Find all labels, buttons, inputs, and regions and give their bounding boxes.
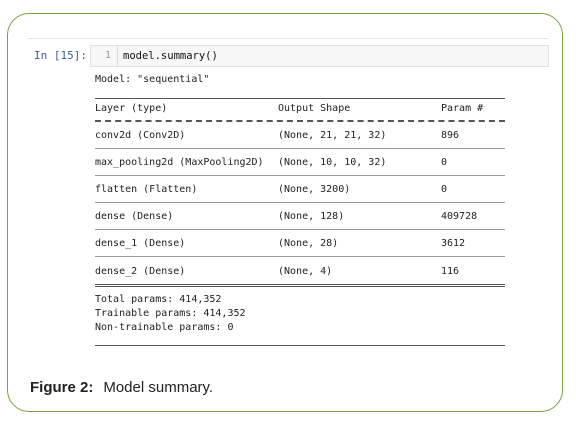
trainable-params: Trainable params: 414,352 [95,308,246,319]
figure-caption: Figure 2: Model summary. [30,379,213,396]
row-shape: (None, 4) [278,266,333,277]
row-params: 0 [441,157,448,168]
header-shape: Output Shape [278,103,351,114]
row-params: 0 [441,184,448,195]
row-divider [95,148,505,149]
row-shape: (None, 128) [278,211,345,222]
row-layer: dense_2 (Dense) [95,266,186,277]
gutter-separator [117,46,118,66]
row-params: 116 [441,266,460,277]
caption-label: Figure 2: [30,379,94,396]
row-divider [95,229,505,230]
row-shape: (None, 21, 21, 32) [278,130,387,141]
row-divider [95,202,505,203]
row-divider [95,256,505,257]
code-text[interactable]: model.summary() [123,50,218,62]
total-params: Total params: 414,352 [95,294,222,305]
row-shape: (None, 28) [278,238,339,249]
row-params: 896 [441,130,460,141]
row-shape: (None, 3200) [278,184,351,195]
model-name-line: Model: "sequential" [95,74,210,85]
row-params: 3612 [441,238,466,249]
row-layer: dense (Dense) [95,211,174,222]
non-trainable-params: Non-trainable params: 0 [95,322,234,333]
cell-prompt: In [15]: [34,49,87,62]
summary-top-rule [95,98,505,99]
header-dash-rule [95,120,505,122]
line-number: 1 [105,50,112,61]
row-layer: flatten (Flatten) [95,184,198,195]
summary-bottom-rule [95,345,505,346]
cell-top-divider [27,38,549,39]
header-layer: Layer (type) [95,103,168,114]
code-input-cell[interactable]: 1 model.summary() [90,45,549,67]
header-params: Param # [441,103,484,114]
row-layer: conv2d (Conv2D) [95,130,186,141]
row-divider [95,175,505,176]
caption-text: Model summary. [103,379,214,396]
row-layer: dense_1 (Dense) [95,238,186,249]
row-shape: (None, 10, 10, 32) [278,157,387,168]
summary-double-rule [95,284,505,287]
row-layer: max_pooling2d (MaxPooling2D) [95,157,264,168]
row-params: 409728 [441,211,478,222]
